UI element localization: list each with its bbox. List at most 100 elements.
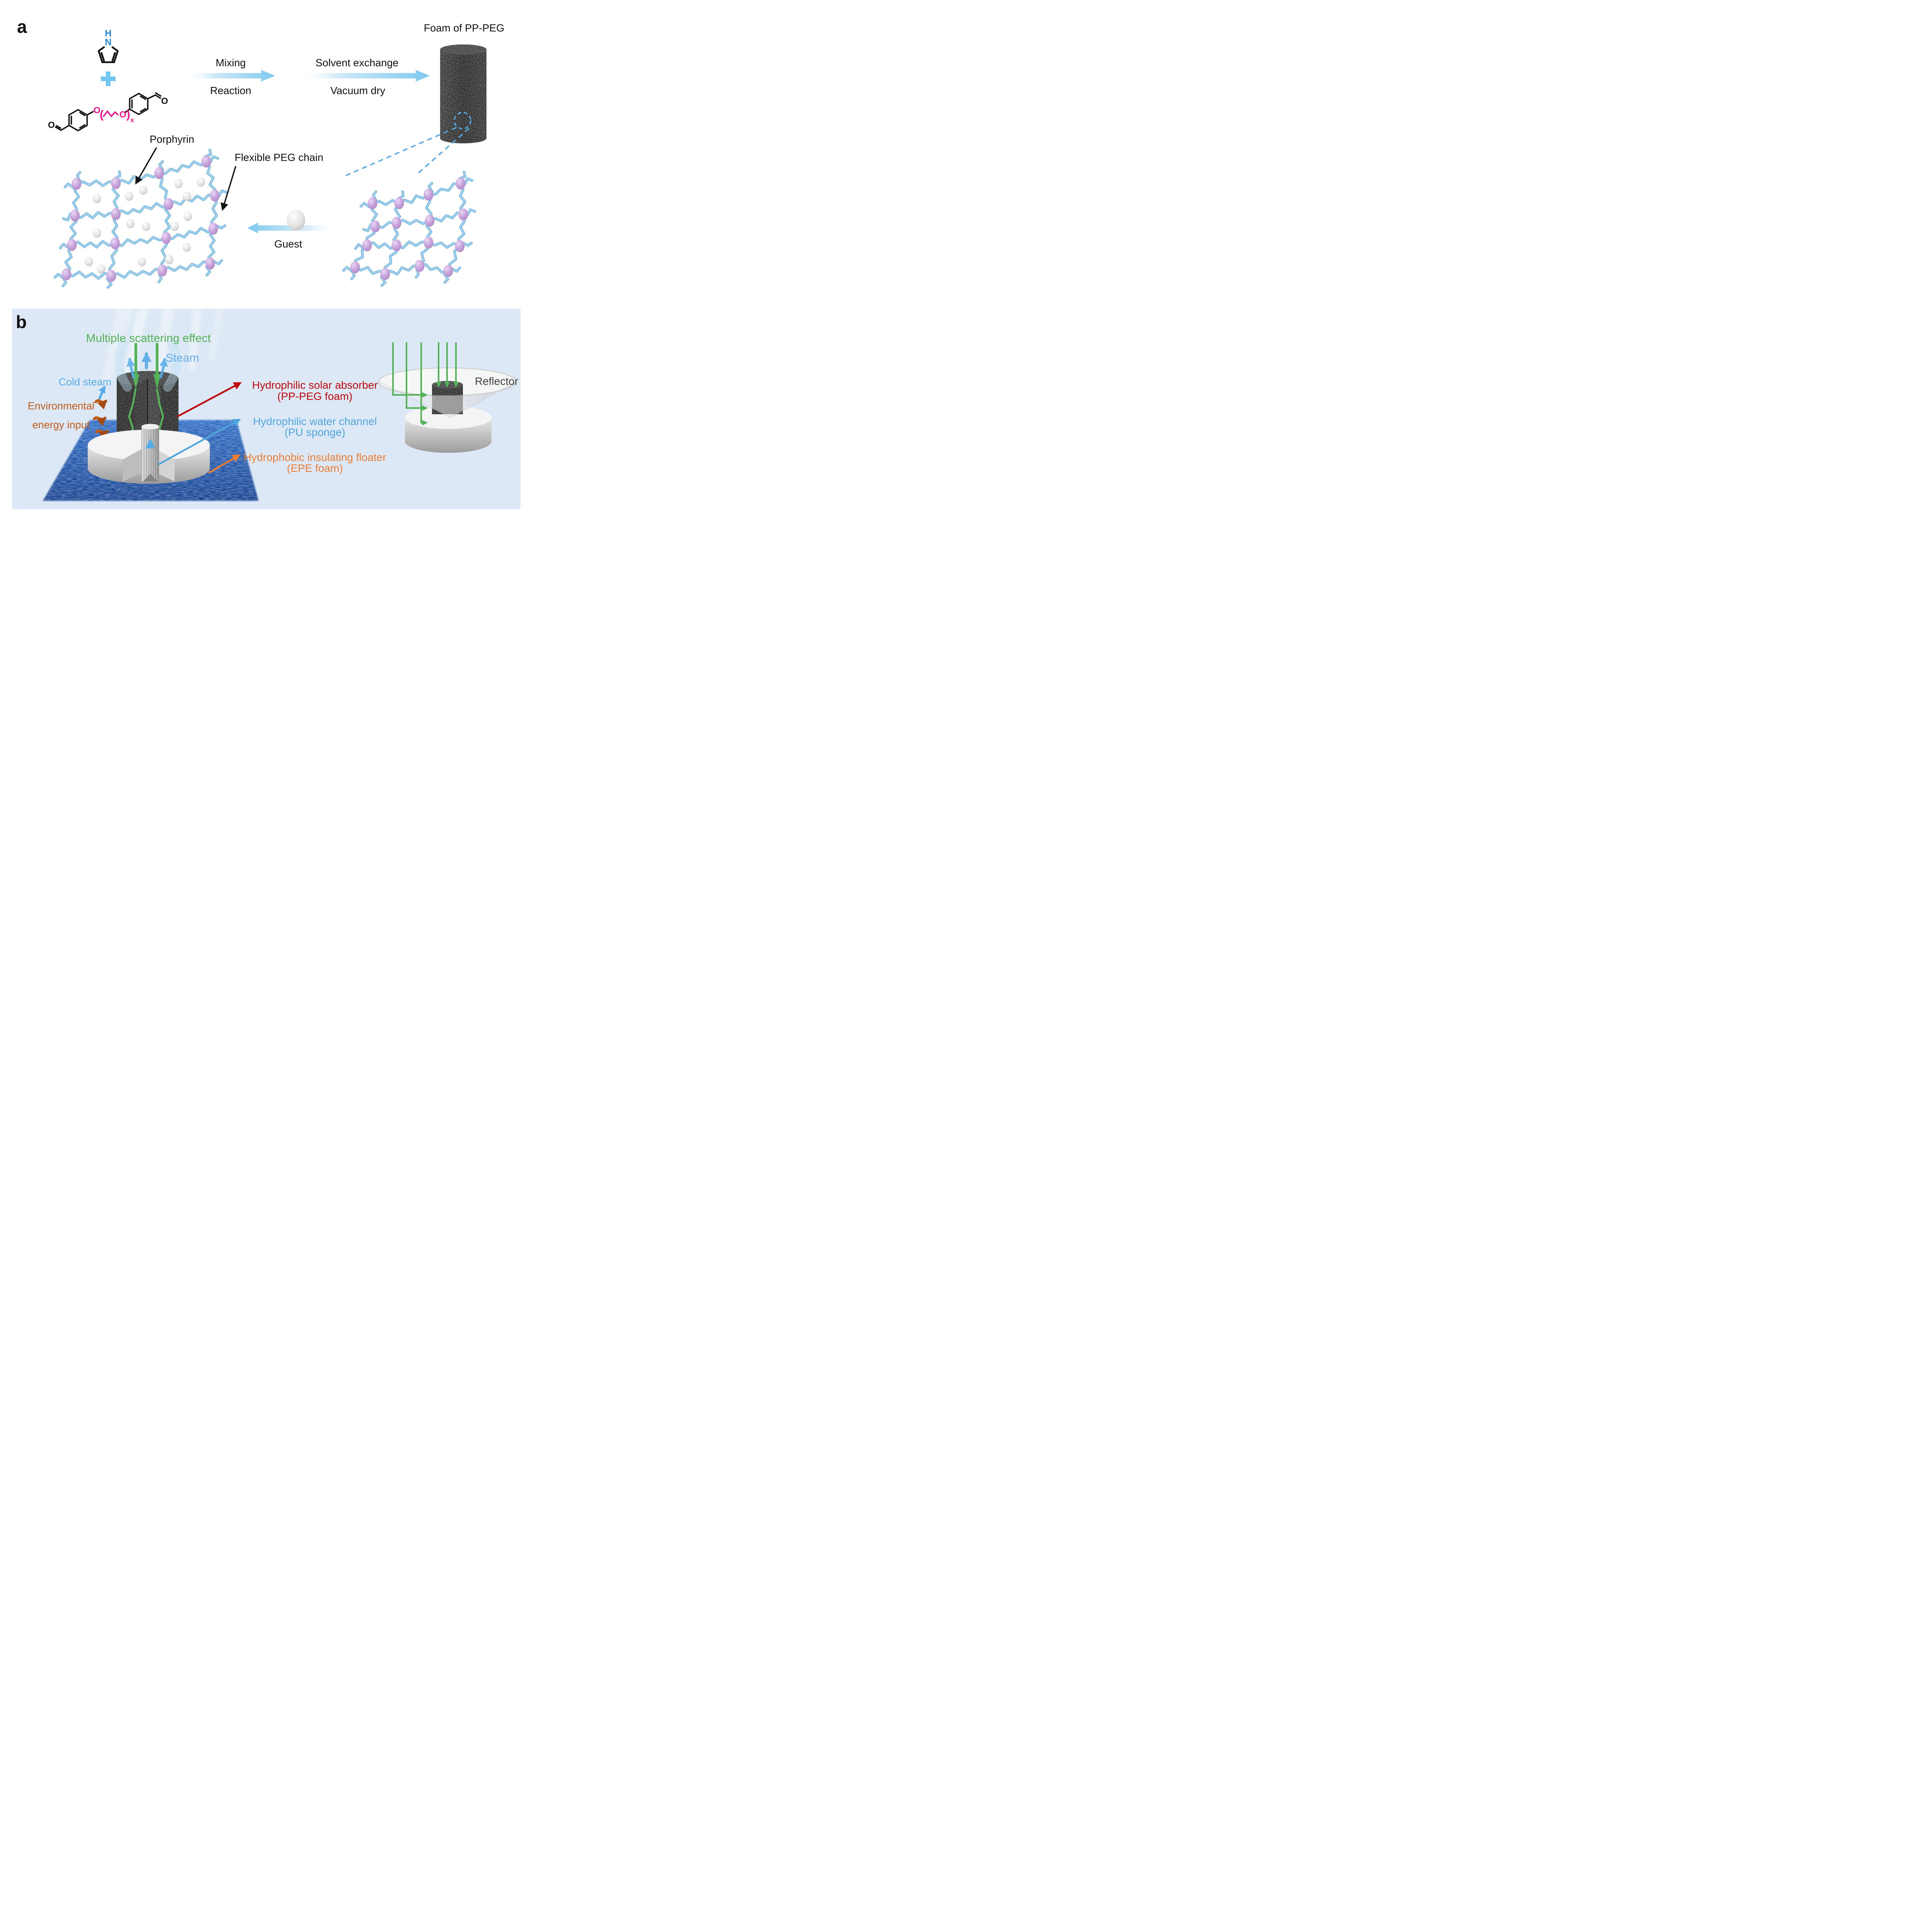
guest-sphere-small [182, 243, 191, 252]
peg-chain [429, 212, 464, 222]
porphyrin-label: Porphyrin [150, 133, 194, 145]
channel-annotation-line [158, 418, 241, 465]
mixing-reaction-arrow [187, 70, 275, 82]
pyrrole-h-label: H [105, 28, 111, 39]
channel-label-line1: Hydrophilic water channel [253, 415, 377, 427]
porphyrin-node [455, 240, 465, 252]
peg-chain [158, 161, 207, 174]
absorber-label-line2: (PP-PEG foam) [277, 390, 353, 402]
pp-peg-foam-cylinder [440, 44, 486, 143]
porphyrin-node [458, 208, 468, 221]
peg-chain [66, 271, 112, 279]
steam-label: Steam [165, 352, 199, 364]
porphyrin-node [111, 208, 121, 220]
porphyrin-node [423, 189, 434, 201]
guest-sphere-small [125, 192, 133, 201]
repeat-x-label: x [130, 116, 134, 124]
zoom-circle-icon [454, 112, 471, 129]
porphyrin-node [391, 239, 401, 252]
porphyrin-node [205, 257, 215, 270]
guest-sphere-small [165, 255, 173, 264]
solvent-exchange-arrow [300, 70, 430, 82]
guest-sphere-small [174, 179, 183, 188]
guest-sphere-small [138, 257, 146, 266]
panel-a-letter: a [17, 17, 27, 37]
guest-sphere-small [97, 264, 105, 274]
zoom-dashed-lines [343, 127, 470, 177]
guest-sphere-small [93, 228, 101, 238]
peg-chain [354, 267, 386, 275]
aldehyde-o-right-label: O [161, 96, 168, 106]
porphyrin-node [208, 223, 218, 235]
porphyrin-node [362, 239, 372, 252]
peg-chain [396, 241, 429, 248]
porphyrin-node [443, 265, 453, 277]
porphyrin-node [210, 189, 220, 202]
guest-label: Guest [274, 238, 303, 250]
peg-chain [114, 236, 167, 247]
cold-steam-label: Cold steam [58, 376, 112, 388]
peg-chain [206, 161, 216, 196]
floater-label-line2: (EPE foam) [287, 462, 343, 474]
porphyrin-node [350, 261, 360, 274]
guest-sphere-small [85, 257, 93, 266]
mixing-label: Mixing [215, 57, 246, 69]
reflector-diagram [378, 342, 517, 453]
ether-o-right-label: O [119, 109, 126, 119]
scattering-label: Multiple scattering effect [86, 332, 211, 345]
cold-steam-arrow [98, 385, 106, 401]
pp-peg-network [342, 170, 476, 287]
porphyrin-arrow [135, 147, 157, 185]
peg-chain [115, 203, 169, 215]
peg-chain [74, 211, 117, 219]
porphyrin-node [71, 178, 82, 190]
environmental-label-line2: energy input [32, 419, 90, 431]
porphyrin-node [154, 167, 164, 179]
porphyrin-node [157, 264, 167, 277]
porphyrin-node [425, 214, 435, 227]
peg-linker-pink: O ( O ) x [94, 105, 134, 124]
peg-chain [162, 261, 211, 271]
pyrrole-n-label: N [105, 37, 111, 48]
porphyrin-node [370, 220, 380, 233]
aldehyde-o-left-label: O [48, 120, 55, 130]
solvent-exchange-label: Solvent exchange [315, 57, 399, 69]
absorber-label-line1: Hydrophilic solar absorber [252, 379, 378, 391]
guest-sphere [287, 210, 305, 231]
guest-sphere-small [139, 185, 148, 195]
pu-sponge-channel [141, 424, 159, 481]
peg-chain-label: Flexible PEG chain [235, 151, 323, 163]
floater-label-line1: Hydrophobic insulating floater [243, 451, 386, 463]
absorber-annotation-line [177, 382, 242, 417]
guest-sphere-small [170, 222, 179, 231]
peg-chain [398, 194, 429, 204]
reaction-label: Reaction [210, 85, 252, 97]
porphyrin-node [106, 270, 116, 282]
peg-chain [163, 203, 170, 239]
pyrrole-ring [98, 46, 119, 63]
peg-chain [428, 183, 461, 196]
pyrrole-structure: H N [98, 28, 119, 63]
porphyrin-node [111, 177, 121, 189]
peg-chain [208, 228, 215, 264]
reflected-light-arrows [392, 342, 459, 426]
environment-energy-arrows [93, 399, 109, 440]
peg-chain [71, 241, 116, 248]
porphyrin-node [380, 268, 390, 280]
porphyrin-node [163, 198, 173, 210]
porphyrin-node [201, 155, 211, 168]
porphyrin-node [394, 197, 404, 209]
porphyrin-node [415, 260, 425, 272]
porphyrin-node [391, 217, 401, 229]
porphyrin-node [423, 236, 434, 249]
figure-page: H N O O O ( [0, 0, 532, 532]
porphyrin-node [161, 232, 171, 244]
steam-arrows [114, 338, 182, 392]
bracket-close: ) [126, 108, 130, 121]
porphyrin-node [110, 237, 120, 250]
porphyrin-node [70, 209, 80, 222]
channel-label-line2: (PU sponge) [284, 426, 345, 438]
peg-chain [428, 242, 461, 248]
guest-sphere-small [126, 219, 134, 228]
panel-b-letter: b [16, 312, 27, 332]
